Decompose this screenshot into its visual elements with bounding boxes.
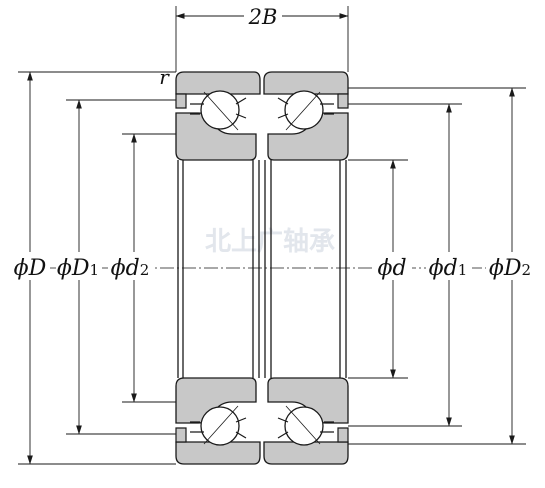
- label-phi-d2: ϕd2: [111, 256, 150, 281]
- cage-bottom-right: [277, 417, 334, 439]
- dimension-bore: ϕd: [348, 159, 412, 379]
- cage-top-left: [190, 97, 247, 119]
- dimension-inner-shoulder: ϕd2: [108, 133, 176, 403]
- label-phi-D: ϕD: [14, 256, 47, 281]
- outer-ring-bottom-right: [263, 441, 349, 465]
- label-phi-D1: ϕD1: [57, 256, 99, 281]
- dimension-outer-inner-dia: ϕD2: [348, 87, 538, 445]
- label-phi-d: ϕd: [377, 256, 406, 281]
- dimension-width: 2B: [175, 5, 349, 72]
- bearing-body: [175, 71, 349, 465]
- outer-ring-top-right: [263, 71, 349, 95]
- label-2b: 2B: [248, 5, 278, 29]
- dimension-inner-outer-shoulder: ϕd1: [348, 103, 472, 427]
- label-fillet-r: r: [159, 65, 170, 89]
- outer-ring-bottom-left: [175, 441, 261, 465]
- label-phi-d1: ϕd1: [429, 256, 468, 281]
- outer-ring-top-left: [175, 71, 261, 95]
- cage-bottom-left: [190, 417, 247, 439]
- label-phi-D2: ϕD2: [489, 256, 531, 281]
- dimension-outer-diameter: ϕD: [10, 71, 176, 465]
- dimension-outer-shoulder: ϕD1: [56, 99, 176, 435]
- watermark: 北上广轴承: [205, 227, 335, 257]
- cage-top-right: [277, 97, 334, 119]
